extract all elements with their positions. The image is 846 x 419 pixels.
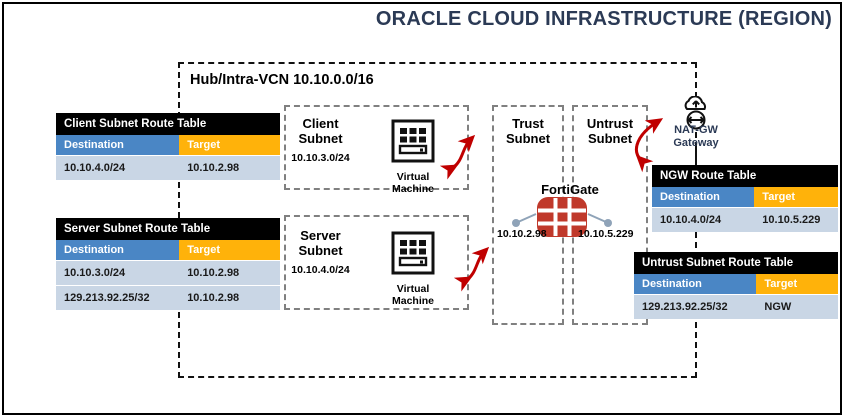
table-row: 129.213.92.25/32 10.10.2.98: [56, 285, 280, 310]
nat-gateway-connector-top: [695, 62, 697, 98]
server-subnet-name-line1: Server: [300, 228, 341, 243]
untrust-subnet-name-line1: Untrust: [586, 116, 634, 131]
ngw-route-table-title: NGW Route Table: [652, 165, 838, 187]
server-route-table-header: Destination Target: [56, 240, 280, 260]
untrust-subnet-route-table: Untrust Subnet Route Table Destination T…: [634, 252, 838, 319]
column-header-destination: Destination: [652, 187, 755, 207]
trust-subnet-title: Trust Subnet: [494, 116, 562, 147]
cell-destination: 10.10.4.0/24: [56, 155, 180, 180]
nat-gateway-label-line1: NAT-GW: [674, 124, 718, 136]
cell-destination: 129.213.92.25/32: [56, 285, 180, 310]
column-header-destination: Destination: [56, 135, 180, 155]
column-header-target: Target: [756, 274, 838, 294]
column-header-target: Target: [754, 187, 838, 207]
untrust-subnet-name-line2: Subnet: [587, 130, 633, 146]
nat-gateway-connector-bottom: [695, 148, 697, 170]
client-virtual-machine: Virtual Machine: [378, 119, 448, 195]
table-row: 10.10.4.0/24 10.10.2.98: [56, 155, 280, 180]
cell-target: 10.10.2.98: [179, 285, 280, 310]
client-subnet-title: Client Subnet: [228, 116, 413, 147]
nat-gateway-label: NAT-GW Gateway: [651, 124, 741, 150]
trust-subnet-name-line1: Trust: [512, 116, 544, 131]
client-subnet-route-table: Client Subnet Route Table Destination Ta…: [56, 113, 280, 180]
untrust-subnet-title: Untrust Subnet: [574, 116, 646, 147]
fortigate-trust-ip: 10.10.2.98: [497, 228, 547, 240]
ngw-route-table: NGW Route Table Destination Target 10.10…: [652, 165, 838, 232]
fortigate-untrust-ip: 10.10.5.229: [578, 228, 634, 240]
client-route-table-title: Client Subnet Route Table: [56, 113, 280, 135]
server-vm-label: Virtual Machine: [391, 283, 434, 308]
table-row: 10.10.4.0/24 10.10.5.229: [652, 207, 838, 232]
server-route-table-title: Server Subnet Route Table: [56, 218, 280, 240]
cell-target: 10.10.2.98: [179, 260, 280, 285]
untrust-route-table-title: Untrust Subnet Route Table: [634, 252, 838, 274]
column-header-destination: Destination: [56, 240, 180, 260]
fortigate-label: FortiGate: [541, 182, 599, 197]
page-title: ORACLE CLOUD INFRASTRUCTURE (REGION): [375, 8, 832, 30]
client-subnet-box: Client Subnet 10.10.3.0/24 Virtual Machi…: [284, 105, 469, 195]
fortigate-icon: [536, 196, 588, 243]
server-subnet-title: Server Subnet: [228, 228, 413, 259]
table-row: 129.213.92.25/32 NGW: [634, 294, 838, 319]
server-virtual-machine: Virtual Machine: [378, 231, 448, 307]
server-subnet-cidr: 10.10.4.0/24: [291, 264, 350, 276]
cell-target: 10.10.2.98: [179, 155, 280, 180]
page-border: [2, 2, 842, 415]
client-subnet-name-line1: Client: [302, 116, 339, 131]
column-header-target: Target: [179, 135, 280, 155]
table-row: 10.10.3.0/24 10.10.2.98: [56, 260, 280, 285]
cell-destination: 10.10.4.0/24: [652, 207, 755, 232]
server-subnet-box: Server Subnet 10.10.4.0/24 Virtual Machi…: [284, 215, 469, 310]
cell-target: 10.10.5.229: [754, 207, 838, 232]
nat-gateway-icon: [682, 95, 710, 149]
virtual-machine-icon: [391, 231, 435, 275]
nat-gateway-label-line2: Gateway: [673, 137, 719, 150]
untrust-route-table-header: Destination Target: [634, 274, 838, 294]
client-route-table-header: Destination Target: [56, 135, 280, 155]
server-subnet-name-line2: Subnet: [298, 242, 343, 258]
column-header-target: Target: [179, 240, 280, 260]
fortigate-chip-icon: [537, 197, 587, 237]
ngw-route-table-header: Destination Target: [652, 187, 838, 207]
client-vm-label: Virtual Machine: [391, 171, 434, 196]
cell-target: NGW: [756, 294, 838, 319]
column-header-destination: Destination: [634, 274, 757, 294]
cell-destination: 129.213.92.25/32: [634, 294, 757, 319]
vcn-label: Hub/Intra-VCN 10.10.0.0/16: [190, 72, 374, 88]
virtual-machine-icon: [391, 119, 435, 163]
trust-subnet-name-line2: Subnet: [505, 130, 551, 146]
client-subnet-name-line2: Subnet: [298, 130, 343, 146]
client-subnet-cidr: 10.10.3.0/24: [291, 152, 350, 164]
cloud-nat-gateway-icon: [684, 95, 706, 130]
server-subnet-route-table: Server Subnet Route Table Destination Ta…: [56, 218, 280, 310]
cell-destination: 10.10.3.0/24: [56, 260, 180, 285]
